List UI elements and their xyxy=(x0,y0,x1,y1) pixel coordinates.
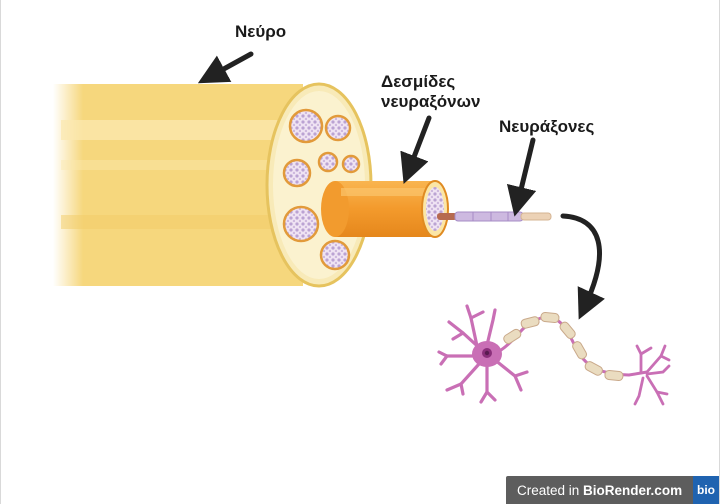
watermark-prefix: Created in xyxy=(517,482,584,498)
biorender-logo-icon: bio xyxy=(693,476,719,504)
axon-strand xyxy=(437,211,552,222)
biorender-watermark[interactable]: Created in BioRender.com bio xyxy=(506,476,719,504)
label-fascicle-line1: Δεσμίδες xyxy=(381,72,456,91)
neuron-cell xyxy=(437,304,671,406)
label-nerve: Νεύρο xyxy=(235,22,287,41)
fascicle-cylinder xyxy=(321,180,449,238)
label-fascicle: Δεσμίδες νευραξόνων xyxy=(381,72,480,112)
arrow-to-neuron xyxy=(560,213,605,320)
arrow-nerve xyxy=(197,51,254,84)
label-fascicle-line2: νευραξόνων xyxy=(381,92,481,111)
arrow-axons xyxy=(506,137,537,217)
pointer-arrows xyxy=(197,51,605,320)
arrow-fascicle xyxy=(400,115,432,185)
watermark-text: Created in BioRender.com xyxy=(506,483,693,498)
fascicle-cross-sections xyxy=(282,108,361,271)
label-axons: Νευράξονες xyxy=(499,117,595,136)
watermark-brand: BioRender.com xyxy=(583,482,683,498)
